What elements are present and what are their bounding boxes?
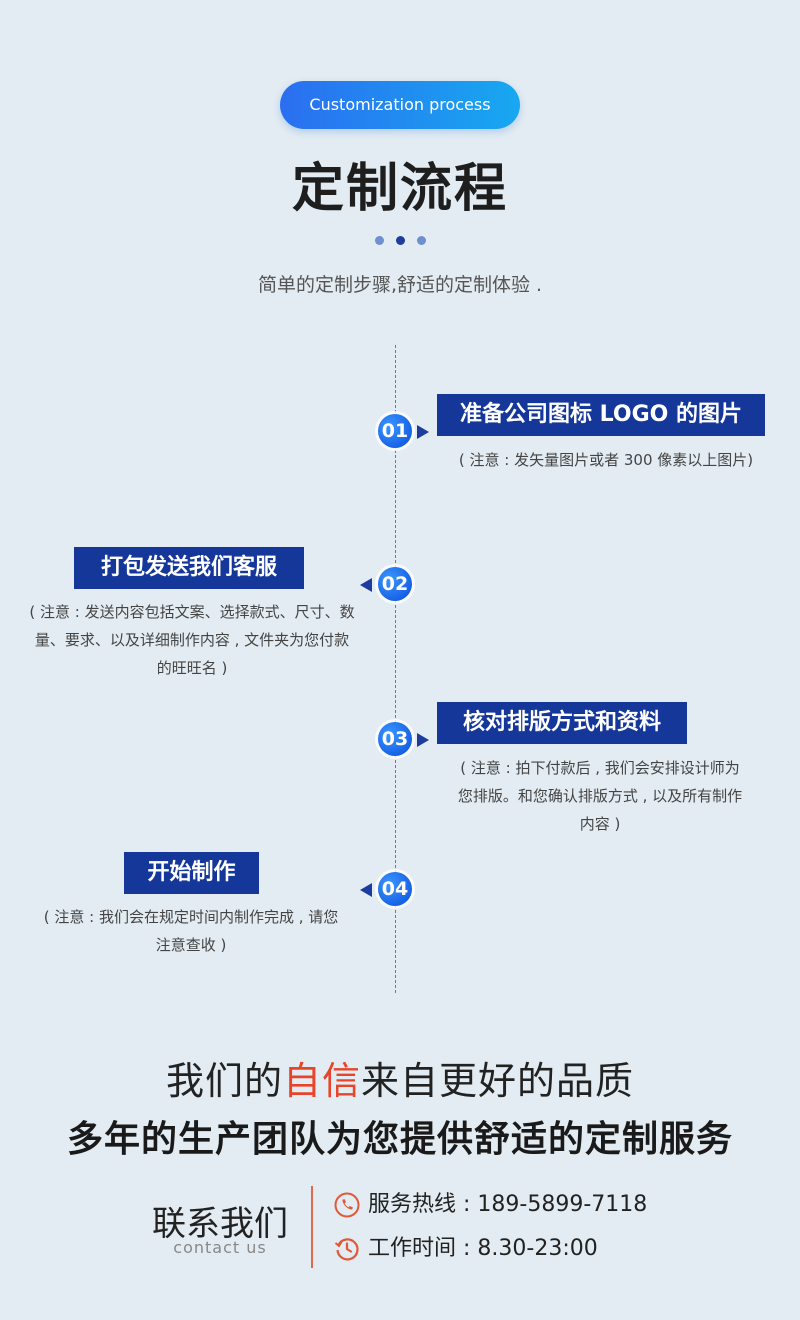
hours-text: 工作时间 : 8.30-23:00 (368, 1236, 598, 1261)
customization-process-pill: Customization process (280, 81, 520, 129)
step-number-badge: 03 (378, 722, 412, 756)
step-number-badge: 04 (378, 872, 412, 906)
note-line: 注意查收 ) (155, 936, 227, 954)
step-title: 开始制作 (124, 852, 259, 894)
step-note: ( 注意 : 发矢量图片或者 300 像素以上图片) (425, 446, 787, 474)
step-note: ( 注意 : 拍下付款后 , 我们会安排设计师为 您排版。和您确认排版方式 , … (420, 754, 780, 838)
step-note: ( 注意 : 我们会在规定时间内制作完成 , 请您 注意查收 ) (10, 903, 372, 959)
step-title: 打包发送我们客服 (74, 547, 304, 589)
dot-decoration (374, 236, 384, 245)
phone-icon (334, 1192, 360, 1218)
slogan-line-2: 多年的生产团队为您提供舒适的定制服务 (66, 1119, 733, 1160)
page-title: 定制流程 (291, 159, 508, 219)
arrow-left-icon (360, 578, 372, 592)
step-number-badge: 02 (378, 567, 412, 601)
hours-row: 工作时间 : 8.30-23:00 (334, 1234, 598, 1264)
contact-subtitle: contact us (173, 1238, 267, 1257)
arrow-right-icon (417, 733, 429, 747)
note-line: ( 注意 : 发矢量图片或者 300 像素以上图片) (458, 451, 754, 469)
contact-title: 联系我们 (152, 1204, 288, 1244)
hotline-text: 服务热线 : 189-5899-7118 (368, 1192, 648, 1217)
dot-decoration (416, 236, 426, 245)
step-title: 核对排版方式和资料 (437, 702, 687, 744)
hotline-row: 服务热线 : 189-5899-7118 (334, 1190, 647, 1220)
slogan-line-1: 我们的自信来自更好的品质 (0, 1050, 800, 1105)
arrow-left-icon (360, 883, 372, 897)
slogan-text: 我们的 (165, 1059, 283, 1103)
note-line: ( 注意 : 拍下付款后 , 我们会安排设计师为 (460, 759, 740, 777)
note-line: ( 注意 : 发送内容包括文案、选择款式、尺寸、数 (29, 603, 355, 621)
timeline-line (395, 345, 396, 993)
step-number-badge: 01 (378, 414, 412, 448)
dot-decoration (395, 236, 405, 245)
note-line: 量、要求、以及详细制作内容 , 文件夹为您付款 (34, 631, 350, 649)
arrow-right-icon (417, 425, 429, 439)
clock-icon (334, 1236, 360, 1262)
slogan-highlight: 自信 (282, 1059, 361, 1103)
note-line: 内容 ) (579, 815, 621, 833)
step-note: ( 注意 : 发送内容包括文案、选择款式、尺寸、数 量、要求、以及详细制作内容 … (2, 598, 382, 682)
page-subtitle: 简单的定制步骤,舒适的定制体验 . (257, 274, 543, 296)
note-line: ( 注意 : 我们会在规定时间内制作完成 , 请您 (43, 908, 339, 926)
note-line: 您排版。和您确认排版方式 , 以及所有制作 (457, 787, 743, 805)
title-dots (0, 230, 800, 245)
contact-divider (311, 1186, 313, 1268)
note-line: 的旺旺名 ) (156, 659, 228, 677)
step-title: 准备公司图标 LOGO 的图片 (437, 394, 765, 436)
slogan-text: 来自更好的品质 (361, 1059, 635, 1103)
